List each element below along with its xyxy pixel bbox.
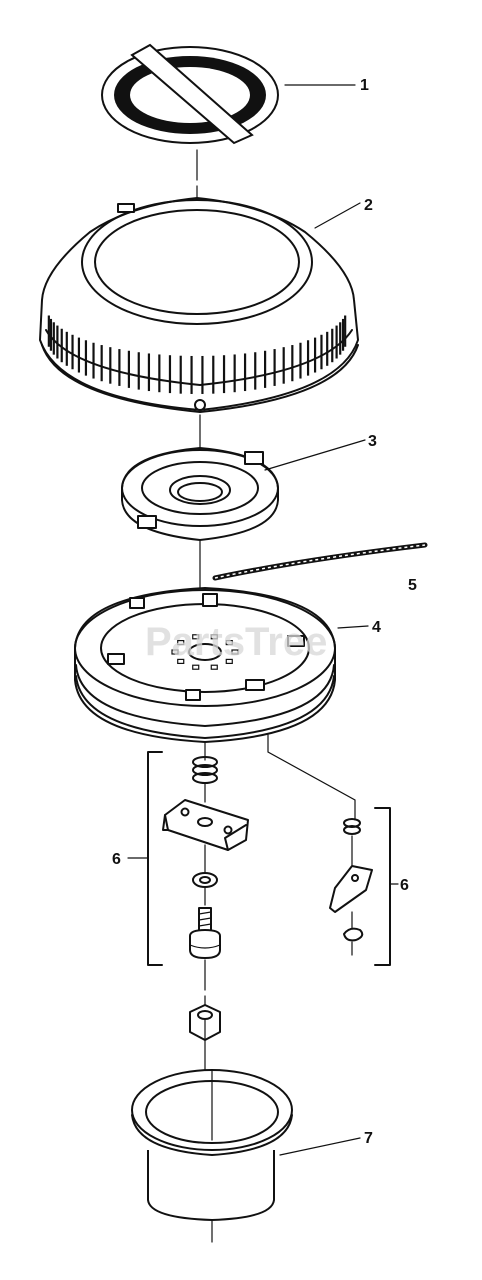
part-6-right-clip [343,927,364,942]
pulley-hole [225,658,233,665]
callout-3: 3 [368,433,377,450]
leader-4 [337,625,369,629]
part-3-plate [121,447,279,541]
part-6-right-spring [343,818,361,835]
part-4-pulley [74,587,336,743]
part-2-cover [39,197,359,413]
callout-5: 5 [408,577,417,594]
callout-2: 2 [364,197,373,214]
watermark: PartsTree [145,620,327,664]
pulley-hole [192,634,200,640]
pulley-hole [210,634,218,640]
leader-2 [314,202,361,229]
callout-6-right: 6 [400,877,409,894]
pulley-hole [231,649,239,655]
part-6-left-washer [192,872,218,888]
callout-7: 7 [364,1130,373,1147]
pulley-hole [177,658,185,665]
part-nut [189,1004,221,1041]
callout-6-left: 6 [112,851,121,868]
axis-line-right [267,734,356,821]
part-6-right-bracket [374,807,391,966]
part-6-left-spring [192,756,218,784]
callout-4: 4 [372,619,381,636]
pulley-hole [225,639,233,646]
part-6-left-bracket [147,751,163,966]
part-6-left-screw [189,907,221,959]
leader-7 [279,1137,361,1156]
pulley-hole [210,664,218,670]
cover-ribs [47,315,347,394]
pulley-hole [171,649,179,655]
pulley-hole [192,664,200,670]
callout-1: 1 [360,77,369,94]
pulley-hole [177,639,185,646]
part-5-rope [212,542,428,581]
leader-3 [264,439,366,471]
part-6-right-pawl [329,865,373,913]
part-6-left-pawl-plate [162,799,249,851]
part-1-decal [101,43,279,145]
pulley-holes [171,634,239,670]
